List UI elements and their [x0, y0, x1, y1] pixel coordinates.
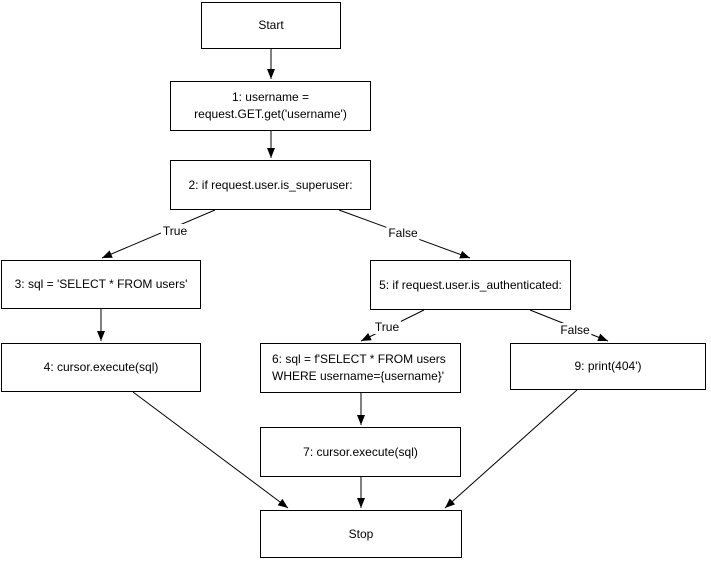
node-6-sql-fstring: 6: sql = f'SELECT * FROM users WHERE use… [260, 343, 461, 393]
node-2-if-superuser: 2: if request.user.is_superuser: [170, 160, 371, 210]
edge-n9-stop [444, 389, 578, 509]
edge-label-false-superuser: False [386, 226, 420, 240]
node-start: Start [201, 2, 341, 49]
edge-label-false-authenticated: False [558, 323, 592, 337]
edge-n2-n3 [101, 209, 216, 259]
node-4-cursor-execute: 4: cursor.execute(sql) [1, 343, 201, 392]
node-9-print-404: 9: print(404') [510, 343, 706, 390]
edge-n4-stop [132, 391, 289, 509]
edge-label-true-superuser: True [160, 224, 190, 238]
node-5-if-authenticated: 5: if request.user.is_authenticated: [370, 260, 571, 310]
node-7-cursor-execute: 7: cursor.execute(sql) [260, 427, 461, 477]
node-stop: Stop [260, 510, 462, 558]
edge-label-true-authenticated: True [372, 320, 402, 334]
node-3-sql-select: 3: sql = 'SELECT * FROM users' [1, 260, 201, 309]
node-1-username-assignment: 1: username = request.GET.get('username'… [170, 81, 371, 131]
